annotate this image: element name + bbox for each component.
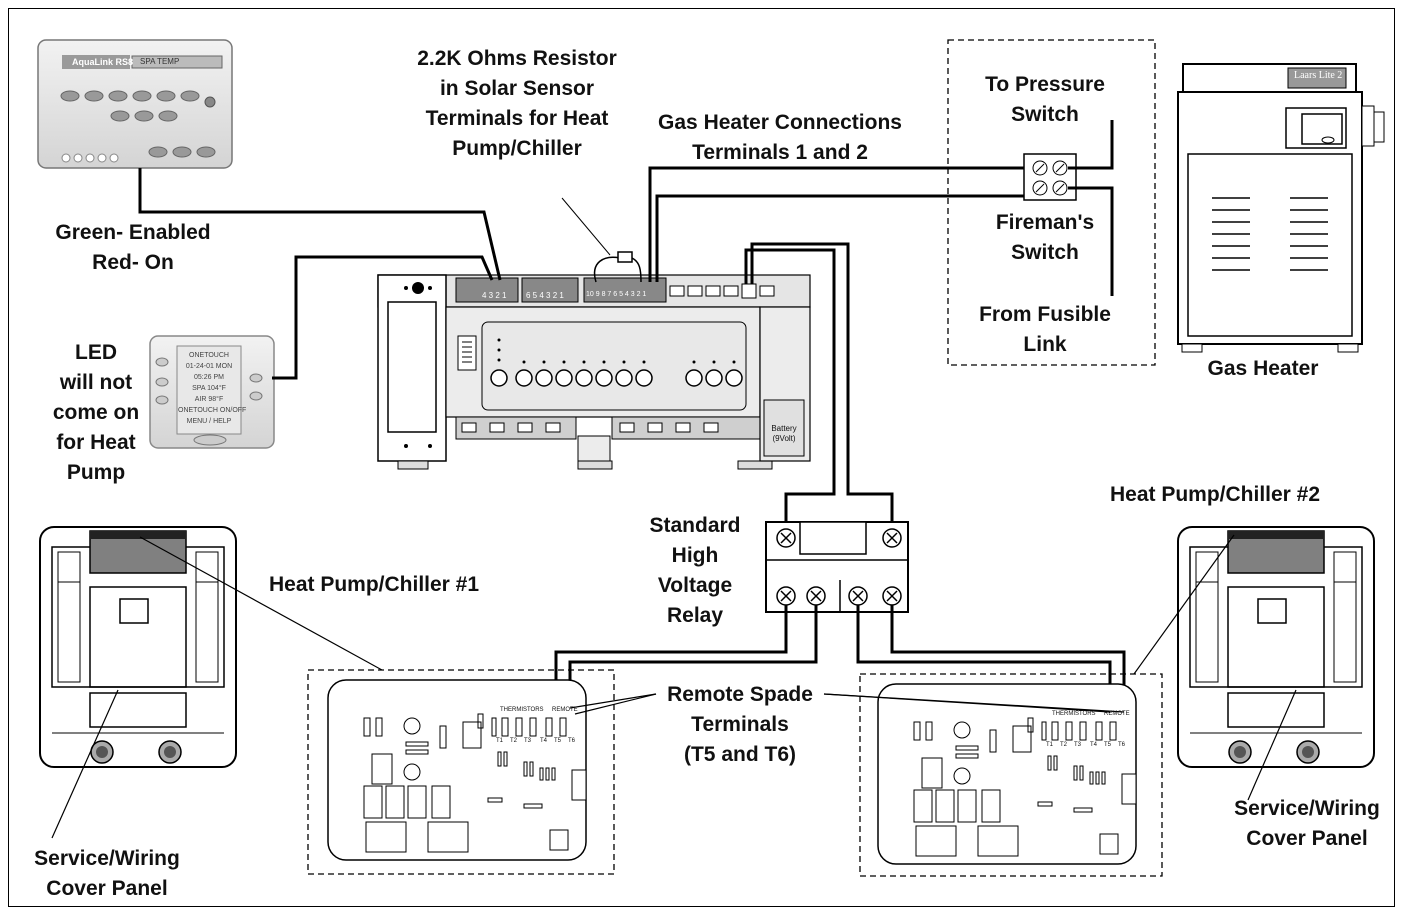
terminal-strip-654321: 6 5 4 3 2 1: [526, 291, 564, 300]
pcb2-t4-label: T4: [1090, 742, 1098, 748]
pcb1-t5-label: T5: [554, 738, 562, 744]
pcb2-t6-label: T6: [1118, 742, 1126, 748]
laars-brand: Laars Lite 2: [1294, 70, 1343, 81]
battery-label: Battery (9Volt): [771, 424, 797, 443]
led-status-label: Green- Enabled Red- On: [55, 221, 211, 274]
onetouch-screen: ONETOUCH 01-24-01 MON 05:26 PM SPA 104°F…: [178, 352, 247, 425]
led-note-label: LED will not come on for Heat Pump: [52, 341, 140, 484]
pcb2-thermistors: THERMISTORS: [1052, 711, 1096, 717]
fusible-link-label: From Fusible Link: [979, 303, 1111, 356]
pcb1-thermistors: THERMISTORS: [500, 707, 544, 713]
gas-heater-connections-label: Gas Heater Connections Terminals 1 and 2: [658, 111, 902, 164]
aqualink-display: SPA TEMP: [140, 57, 180, 66]
gas-heater-label: Gas Heater: [1207, 357, 1319, 380]
aqualink-brand: AquaLink RS8: [72, 57, 134, 67]
pcb2-t1-label: T1: [1046, 742, 1054, 748]
service-panel-right-label: Service/Wiring Cover Panel: [1234, 797, 1380, 850]
relay-label: Standard High Voltage Relay: [649, 514, 741, 627]
pcb1-t2-label: T2: [510, 738, 518, 744]
heat-pump-2-label: Heat Pump/Chiller #2: [1109, 483, 1321, 506]
service-panel-left-label: Service/Wiring Cover Panel: [34, 847, 180, 900]
resistor-label: 2.2K Ohms Resistor in Solar Sensor Termi…: [417, 47, 617, 160]
pcb2-t2-label: T2: [1060, 742, 1068, 748]
pcb1-t6-label: T6: [568, 738, 576, 744]
pcb1-t1-label: T1: [496, 738, 504, 744]
pcb1-remote: REMOTE: [552, 707, 578, 713]
pcb1-t4-label: T4: [540, 738, 548, 744]
pcb2-t5-label: T5: [1104, 742, 1112, 748]
terminal-strip-10-1: 10 9 8 7 6 5 4 3 2 1: [586, 291, 647, 298]
terminal-strip-4321: 4 3 2 1: [482, 291, 507, 300]
diagram-frame: [8, 8, 1395, 907]
pcb1-t3-label: T3: [524, 738, 532, 744]
pcb2-remote: REMOTE: [1104, 711, 1130, 717]
pressure-switch-label: To Pressure Switch: [985, 73, 1105, 126]
remote-spade-label: Remote Spade Terminals (T5 and T6): [667, 683, 813, 766]
pcb2-t3-label: T3: [1074, 742, 1082, 748]
firemans-switch-label: Fireman's Switch: [995, 211, 1095, 264]
heat-pump-1-label: Heat Pump/Chiller #1: [268, 573, 480, 596]
